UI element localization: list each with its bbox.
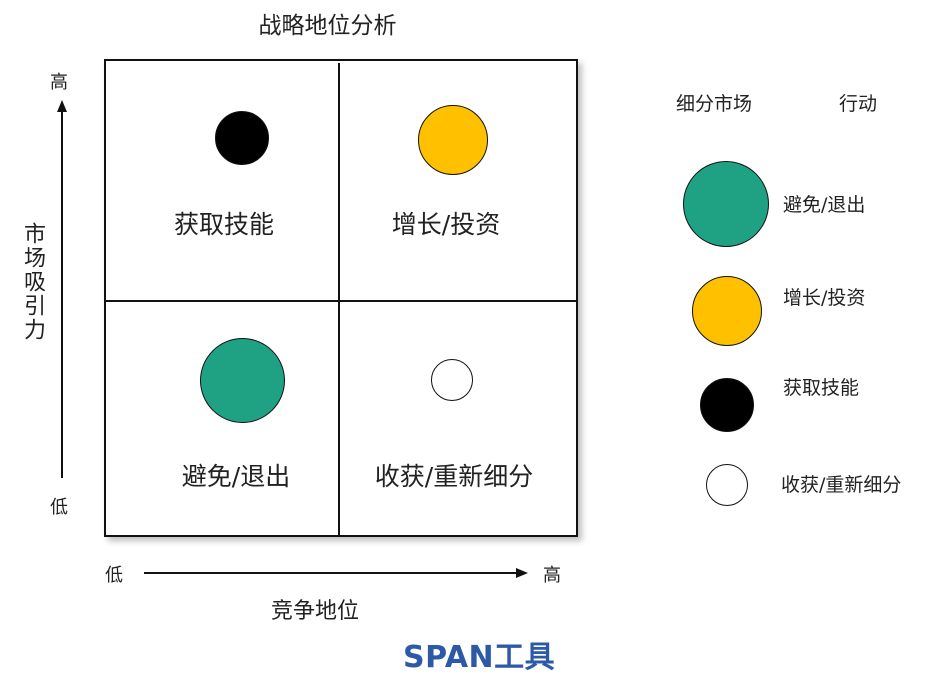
white-circle: [431, 359, 473, 401]
teal-circle: [200, 338, 285, 423]
legend-label-acquire-skills: 获取技能: [783, 377, 860, 399]
y-axis-high-label: 高: [50, 72, 68, 93]
legend-yellow-circle: [692, 276, 762, 346]
x-axis-title: 竞争地位: [271, 599, 360, 624]
matrix-horizontal-divider: [106, 300, 576, 302]
legend-header-action: 行动: [839, 93, 878, 115]
matrix-vertical-divider: [338, 63, 340, 535]
legend-header-segment: 细分市场: [676, 93, 753, 115]
black-circle: [215, 111, 269, 165]
legend-white-circle: [706, 464, 748, 506]
y-axis-arrow: [57, 100, 67, 478]
legend-label-avoid-exit: 避免/退出: [783, 194, 866, 216]
legend-black-circle: [700, 378, 754, 432]
x-axis-arrow: [144, 568, 528, 578]
legend-label-grow-invest: 增长/投资: [783, 287, 866, 309]
diagram-title: 战略地位分析: [258, 13, 397, 39]
legend-label-harvest-resegment: 收获/重新细分: [781, 474, 902, 496]
strategy-matrix: [104, 59, 578, 537]
y-axis-title: 市场吸引力: [20, 222, 45, 342]
quadrant-label-bottom-left: 避免/退出: [181, 462, 291, 491]
x-axis-low-label: 低: [105, 565, 123, 586]
yellow-circle: [418, 105, 488, 175]
footer-tool-name: SPAN工具: [403, 640, 556, 675]
x-axis-high-label: 高: [543, 565, 561, 586]
quadrant-label-bottom-right: 收获/重新细分: [374, 462, 534, 491]
quadrant-label-top-right: 增长/投资: [391, 210, 501, 239]
legend-teal-circle: [683, 161, 769, 247]
quadrant-label-top-left: 获取技能: [173, 210, 274, 239]
y-axis-low-label: 低: [50, 497, 68, 518]
